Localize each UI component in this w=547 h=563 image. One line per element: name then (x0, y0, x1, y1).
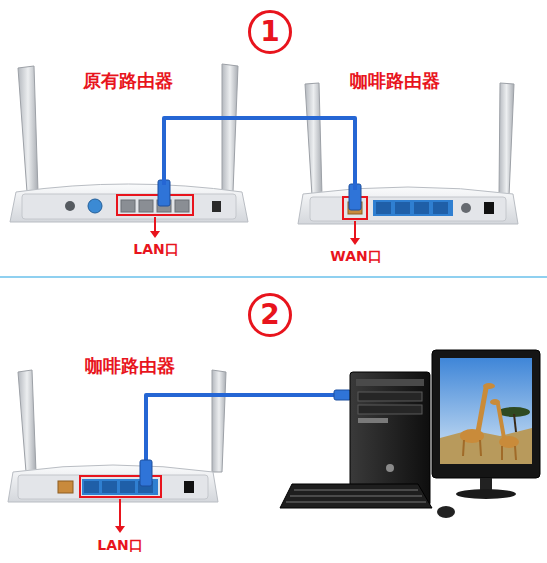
computer-illustration (490, 399, 500, 405)
computer-illustration (498, 404, 504, 438)
coffee-router-illustration (433, 202, 448, 214)
computer-illustration (480, 478, 492, 490)
computer-illustration (432, 350, 540, 478)
computer-illustration (356, 379, 424, 386)
computer-illustration (440, 428, 532, 464)
port-label: WAN口 (329, 248, 382, 265)
coffee-router-illustration (298, 187, 518, 224)
router-node: 原有路由器 (10, 185, 248, 222)
network-cable (146, 395, 336, 462)
computer-illustration (515, 446, 516, 460)
original-router-illustration (10, 184, 248, 222)
cable-plug (140, 390, 351, 486)
coffee-router-illustration (484, 202, 494, 214)
original-router-illustration (212, 201, 221, 212)
leader-arrow (119, 499, 121, 527)
leader-arrow (350, 221, 360, 245)
step-number: 2 (260, 301, 279, 329)
panel-divider (0, 276, 547, 278)
original-router-illustration (18, 66, 38, 192)
router-name: 原有路由器 (83, 70, 173, 92)
coffee-router-illustration (8, 465, 218, 502)
computer-illustration (480, 440, 481, 456)
coffee-router-illustration (58, 481, 73, 493)
step-number: 1 (260, 18, 279, 46)
coffee-router-illustration (373, 200, 453, 216)
network-cable (164, 118, 355, 190)
coffee-router-illustration (499, 83, 514, 196)
original-router-illustration (121, 200, 135, 212)
computer-illustration (358, 405, 422, 414)
step-number-circle: 1 (248, 10, 292, 54)
original-router-illustration (65, 201, 75, 211)
computer-illustration (514, 414, 516, 432)
original-router-illustration (222, 64, 238, 192)
computer-illustration (440, 358, 532, 464)
computer-illustration (286, 501, 426, 503)
original-router-illustration (10, 64, 248, 222)
cable-plug (140, 460, 152, 486)
network-cable (146, 395, 336, 462)
computer-illustration (280, 350, 540, 518)
computer-illustration (437, 506, 455, 518)
computer-illustration (280, 484, 432, 508)
coffee-router-illustration (305, 83, 322, 196)
coffee-router-illustration (310, 197, 506, 221)
port-label: LAN口 (132, 241, 179, 258)
panel-divider (0, 277, 547, 278)
port-label: LAN口 (96, 537, 143, 554)
coffee-router-illustration (461, 203, 471, 213)
coffee-router-illustration (376, 202, 391, 214)
leader-arrow (150, 217, 160, 238)
coffee-router-illustration (84, 481, 99, 493)
coffee-router-illustration (18, 370, 36, 472)
coffee-router-illustration (120, 481, 135, 493)
coffee-router-illustration (212, 370, 226, 472)
router-name: 咖啡路由器 (350, 70, 440, 92)
computer-illustration (358, 392, 422, 401)
leader-arrow (354, 221, 356, 239)
coffee-router-illustration (18, 475, 208, 499)
router-name: 咖啡路由器 (85, 355, 175, 377)
coffee-router-illustration (184, 481, 194, 493)
coffee-router-illustration (8, 370, 226, 502)
original-router-illustration (117, 195, 193, 215)
leader-arrow (350, 238, 360, 245)
computer-illustration (386, 464, 394, 472)
computer-illustration (463, 440, 464, 456)
coffee-router-illustration (395, 202, 410, 214)
computer-illustration (478, 388, 486, 432)
step-number-circle: 2 (248, 293, 292, 337)
original-router-illustration (22, 194, 236, 219)
router-node: 咖啡路由器 (298, 190, 518, 224)
cable-plug (334, 390, 351, 400)
coffee-router-illustration (298, 83, 518, 224)
coffee-router-illustration (102, 481, 117, 493)
computer-illustration (483, 383, 495, 389)
computer-illustration (294, 489, 418, 491)
original-router-illustration (175, 200, 189, 212)
original-router-illustration (88, 199, 102, 213)
router-node: 咖啡路由器 (8, 468, 218, 502)
leader-arrow (150, 231, 160, 238)
computer-illustration (501, 446, 503, 460)
computer-illustration (358, 418, 388, 423)
leader-arrow (115, 499, 125, 533)
computer-illustration (290, 495, 422, 497)
coffee-router-illustration (414, 202, 429, 214)
computer-illustration (456, 489, 516, 499)
leader-arrow (154, 217, 156, 232)
leader-arrow (115, 526, 125, 533)
original-router-illustration (139, 200, 153, 212)
